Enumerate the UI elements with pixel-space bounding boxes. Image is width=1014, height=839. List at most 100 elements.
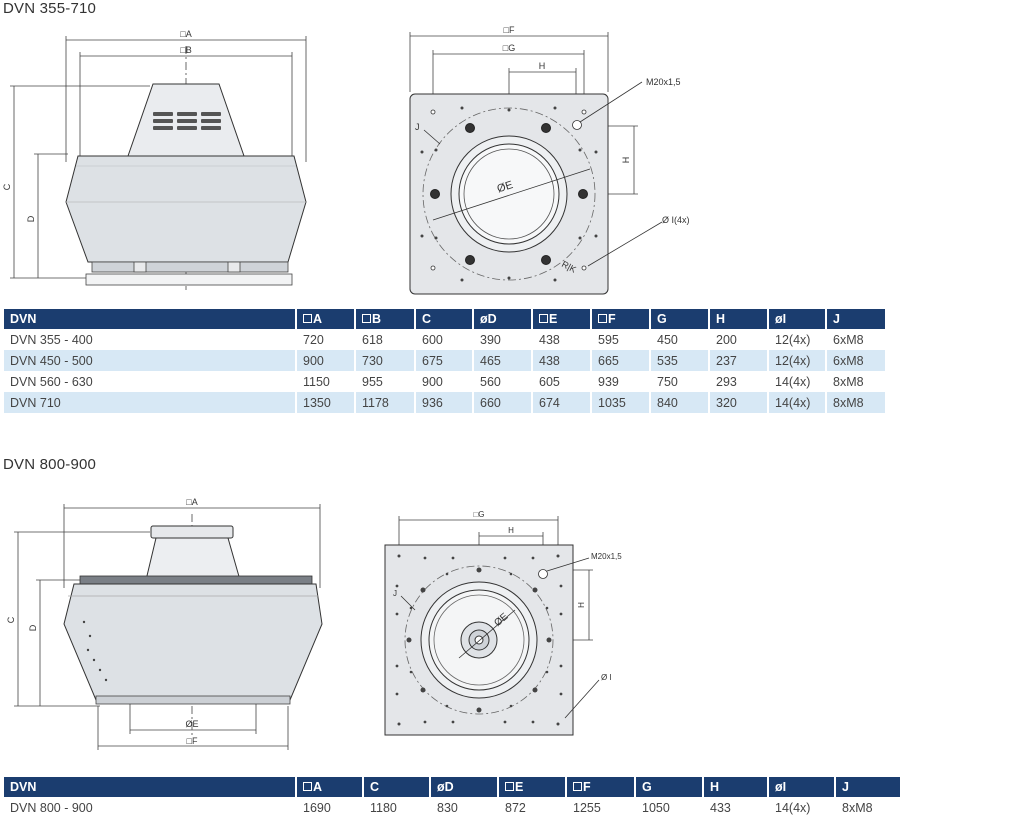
table-cell: 6xM8: [827, 350, 885, 371]
table-cell: 900: [297, 350, 354, 371]
header-cell: E: [533, 309, 590, 329]
table-cell: DVN 560 - 630: [10, 374, 93, 389]
table-cell: DVN 450 - 500: [4, 350, 295, 371]
dim-h-label: H: [508, 526, 514, 535]
table-cell: 433: [710, 800, 731, 815]
table-cell: 872: [505, 800, 526, 815]
dim-f-label: □F: [187, 736, 198, 746]
header-cell: B: [356, 309, 414, 329]
dim-h2-label: H: [577, 602, 586, 608]
thread-label: M20x1,5: [591, 552, 622, 561]
table-cell: 660: [474, 392, 531, 413]
table-cell: 560: [480, 374, 501, 389]
table-row: DVN 450 - 500 900 730 675 465 438 665 53…: [4, 350, 885, 371]
dim-i-label: Ø I(4x): [662, 215, 690, 225]
table-cell: 605: [539, 374, 560, 389]
table-cell: 14(4x): [769, 392, 825, 413]
header-cell: DVN: [4, 309, 295, 329]
table-cell: 8xM8: [842, 800, 873, 815]
table-cell: 293: [716, 374, 737, 389]
header-cell: øI: [769, 777, 834, 797]
table-cell: 12(4x): [769, 350, 825, 371]
header-cell: øD: [431, 777, 497, 797]
header-cell: A: [297, 309, 354, 329]
dim-d-label: D: [26, 215, 36, 222]
table-cell: 450: [657, 332, 678, 347]
table-cell: 665: [592, 350, 649, 371]
side-view-drawing-1: □A □B C D: [2, 29, 307, 290]
dim-a-label: □A: [180, 29, 191, 39]
table-cell: 390: [480, 332, 501, 347]
table-row: DVN 355 - 400 720 618 600 390 438 595 45…: [4, 329, 885, 350]
table-cell: 939: [598, 374, 619, 389]
table-cell: DVN 710: [4, 392, 295, 413]
header-cell: A: [297, 777, 362, 797]
section-title-dvn-800-900: DVN 800-900: [3, 456, 97, 473]
table-cell: 675: [416, 350, 472, 371]
table-cell: 618: [362, 332, 383, 347]
table-cell: 1150: [303, 374, 330, 389]
header-cell: C: [416, 309, 472, 329]
table-cell: 674: [533, 392, 590, 413]
table-cell: 936: [416, 392, 472, 413]
dim-c-label: C: [2, 183, 12, 190]
dim-j-label: J: [415, 122, 420, 132]
table-cell: 830: [437, 800, 458, 815]
header-cell: øI: [769, 309, 825, 329]
dimension-labels: □A C D ØE □F: [6, 497, 199, 746]
table-cell: 438: [533, 350, 590, 371]
side-view-drawing-2: □A C D ØE □F: [6, 497, 323, 750]
table-cell: 1350: [297, 392, 354, 413]
table-cell: 600: [422, 332, 443, 347]
table-cell: 12(4x): [775, 332, 811, 347]
table-cell: 730: [356, 350, 414, 371]
table-cell: 1255: [573, 800, 601, 815]
table-cell: 535: [651, 350, 708, 371]
header-cell: J: [827, 309, 885, 329]
table-cell: 1035: [592, 392, 649, 413]
dim-h-label: H: [539, 61, 546, 71]
header-cell: E: [499, 777, 565, 797]
table-cell: 200: [716, 332, 737, 347]
table-header-row: DVN A C øD E F G H øI J: [4, 777, 900, 797]
table-cell: 1178: [356, 392, 414, 413]
top-view-drawing-1: □F □G H H M20x1,5 ØE Ø I(4x) J R|K: [409, 25, 690, 295]
dim-h2-label: H: [621, 157, 631, 164]
header-cell: J: [836, 777, 900, 797]
header-cell: G: [651, 309, 708, 329]
dimension-labels: □F □G H H M20x1,5 ØE Ø I(4x) J R|K: [415, 25, 690, 275]
table-cell: 320: [710, 392, 767, 413]
table-cell: 14(4x): [775, 374, 811, 389]
table-header-row: DVN A B C øD E F G H øI J: [4, 309, 885, 329]
header-cell: H: [704, 777, 767, 797]
table-cell: 750: [657, 374, 678, 389]
table-cell: 1180: [370, 800, 397, 815]
table-row: DVN 560 - 630 1150 955 900 560 605 939 7…: [4, 371, 885, 392]
top-view-drawing-2: □G H H M20x1,5 ØE J Ø I: [384, 510, 622, 736]
dim-a-label: □A: [186, 497, 197, 507]
table-cell: 595: [598, 332, 619, 347]
thread-label: M20x1,5: [646, 77, 681, 87]
dim-b-label: □B: [180, 45, 191, 55]
dim-g-label: □G: [473, 510, 484, 519]
section-title-dvn-355-710: DVN 355-710: [3, 0, 97, 17]
dimensions-table-1: DVN A B C øD E F G H øI J DVN 355 - 400 …: [2, 309, 887, 413]
header-cell: F: [592, 309, 649, 329]
table-cell: 6xM8: [833, 332, 864, 347]
dim-e-label: ØE: [496, 179, 515, 195]
table-cell: 1690: [303, 800, 331, 815]
header-cell: H: [710, 309, 767, 329]
header-cell: F: [567, 777, 634, 797]
header-cell: C: [364, 777, 429, 797]
table-row: DVN 800 - 900 1690 1180 830 872 1255 105…: [4, 797, 900, 818]
dimension-labels: □A □B C D: [2, 29, 192, 222]
table-cell: 8xM8: [827, 392, 885, 413]
dim-f-label: □F: [504, 25, 515, 35]
dimensions-table-2: DVN A C øD E F G H øI J DVN 800 - 900 16…: [2, 777, 902, 818]
table-row: DVN 710 1350 1178 936 660 674 1035 840 3…: [4, 392, 885, 413]
table-cell: DVN 355 - 400: [10, 332, 93, 347]
table-cell: 8xM8: [833, 374, 864, 389]
table-cell: 955: [362, 374, 383, 389]
dim-i-label: Ø I: [601, 673, 612, 682]
table-cell: 438: [539, 332, 560, 347]
